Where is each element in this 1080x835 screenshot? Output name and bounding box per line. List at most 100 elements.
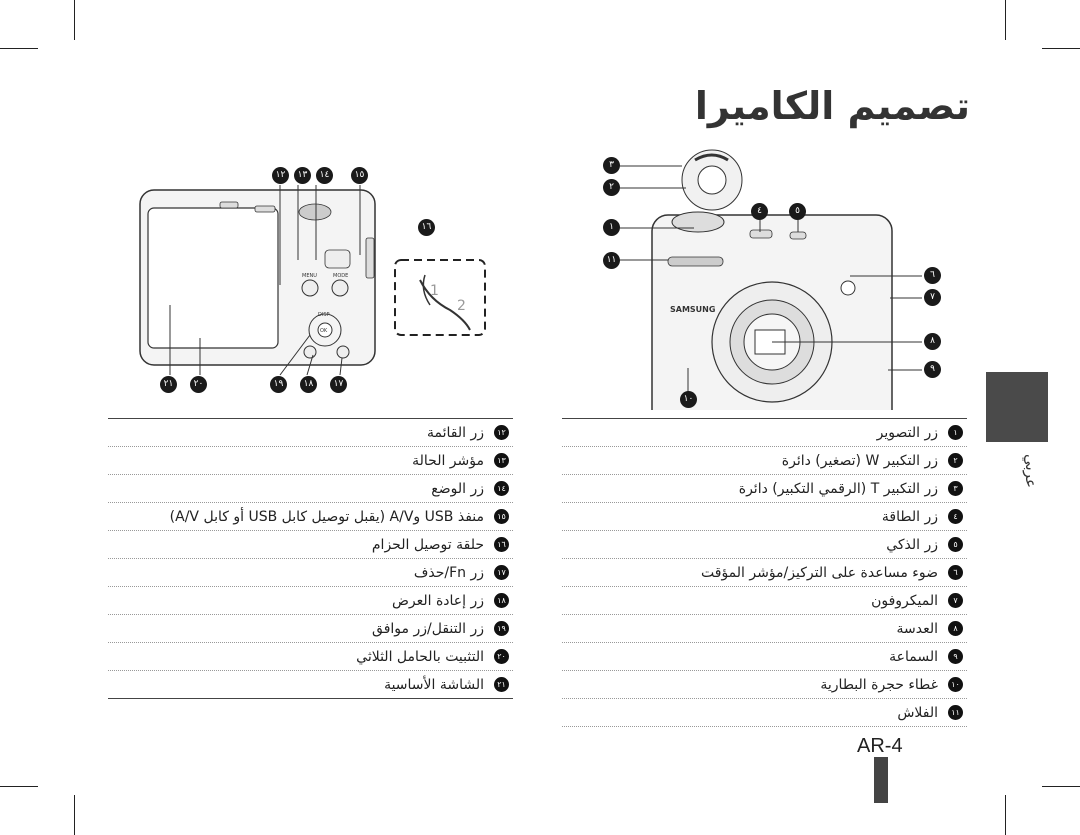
item-label: زر الذكي [886,536,938,553]
list-item: ١٨ زر إعادة العرض [108,587,513,615]
list-item: ١ زر التصوير [562,419,967,447]
item-label: السماعة [889,648,938,665]
item-number: ٩ [948,649,963,664]
list-rule [562,418,967,419]
callout-1: ١ [603,219,620,236]
item-label: زر Fn/حذف [413,564,484,581]
strap-step-1: 1 [430,283,439,299]
mode-button-label: MODE [333,273,348,279]
item-number: ١٣ [494,453,509,468]
callout-6: ٦ [924,267,941,284]
item-number: ٢٠ [494,649,509,664]
crop-mark [1005,795,1006,835]
list-item: ٥ زر الذكي [562,531,967,559]
list-item: ٢ زر التكبير W (تصغير) دائرة [562,447,967,475]
callout-12: ١٢ [272,167,289,184]
item-number: ٥ [948,537,963,552]
list-item: ٩ السماعة [562,643,967,671]
item-number: ٦ [948,565,963,580]
item-label: الشاشة الأساسية [384,676,484,693]
item-number: ٢١ [494,677,509,692]
list-item: ٤ زر الطاقة [562,503,967,531]
page-title: تصميم الكاميرا [694,84,970,128]
callout-10: ١٠ [680,391,697,408]
strap-step-2: 2 [457,298,466,314]
callout-19: ١٩ [270,376,287,393]
callout-21: ٢١ [160,376,177,393]
item-number: ١٧ [494,565,509,580]
disp-button-label: DISP [318,312,330,318]
item-number: ١٢ [494,425,509,440]
callout-11: ١١ [603,252,620,269]
list-item: ١٣ مؤشر الحالة [108,447,513,475]
item-label: زر القائمة [427,424,484,441]
crop-mark [74,795,75,835]
page-number: AR-4 [857,735,903,757]
callout-18: ١٨ [300,376,317,393]
item-label: غطاء حجرة البطارية [820,676,938,693]
item-label: منفذ USB وA/V (يقبل توصيل كابل USB أو كا… [169,508,484,525]
list-rule [108,418,513,419]
camera-back-figure: MENU MODE DISP OK 1 2 [139,185,486,376]
item-label: زر التنقل/زر موافق [372,620,484,637]
item-number: ١٨ [494,593,509,608]
item-label: التثبيت بالحامل الثلاثي [356,648,484,665]
item-label: زر الطاقة [881,508,938,525]
item-number: ١٦ [494,537,509,552]
item-label: زر التكبير T (الرقمي التكبير) دائرة [738,480,938,497]
crop-mark [74,0,75,40]
callout-9: ٩ [924,361,941,378]
callout-5: ٥ [789,203,806,220]
section-tab-block [986,372,1048,442]
camera-front-figure: SAMSUNG [620,149,922,410]
item-label: مؤشر الحالة [412,452,484,469]
list-item: ١١ الفلاش [562,699,967,727]
item-label: زر إعادة العرض [391,592,484,609]
callout-3: ٣ [603,157,620,174]
item-number: ٨ [948,621,963,636]
section-tab-label: عربي [1022,454,1040,488]
list-item: ٢١ الشاشة الأساسية [108,671,513,699]
list-item: ١٢ زر القائمة [108,419,513,447]
callout-17: ١٧ [330,376,347,393]
callout-8: ٨ [924,333,941,350]
list-item: ١٦ حلقة توصيل الحزام [108,531,513,559]
item-number: ١٥ [494,509,509,524]
item-label: الفلاش [897,704,938,721]
brand-label: SAMSUNG [670,305,715,314]
crop-mark [1005,0,1006,40]
list-item: ٣ زر التكبير T (الرقمي التكبير) دائرة [562,475,967,503]
menu-button-label: MENU [302,273,317,279]
crop-mark [1042,786,1080,787]
item-number: ٤ [948,509,963,524]
callout-13: ١٣ [294,167,311,184]
list-item: ٢٠ التثبيت بالحامل الثلاثي [108,643,513,671]
crop-mark [0,48,38,49]
item-number: ٣ [948,481,963,496]
callout-20: ٢٠ [190,376,207,393]
item-label: حلقة توصيل الحزام [371,536,484,553]
callout-7: ٧ [924,289,941,306]
callout-2: ٢ [603,179,620,196]
list-item: ١٠ غطاء حجرة البطارية [562,671,967,699]
item-number: ١٩ [494,621,509,636]
list-item: ١٧ زر Fn/حذف [108,559,513,587]
item-number: ١٠ [948,677,963,692]
page-marker-bar [874,757,888,803]
item-number: ٧ [948,593,963,608]
item-label: زر التكبير W (تصغير) دائرة [781,452,938,469]
list-item: ١٩ زر التنقل/زر موافق [108,615,513,643]
item-label: زر التصوير [876,424,938,441]
crop-mark [1042,48,1080,49]
callout-16: ١٦ [418,219,435,236]
item-number: ١ [948,425,963,440]
item-number: ١٤ [494,481,509,496]
item-number: ١١ [948,705,963,720]
item-number: ٢ [948,453,963,468]
callout-14: ١٤ [316,167,333,184]
ok-button-label: OK [320,328,328,334]
